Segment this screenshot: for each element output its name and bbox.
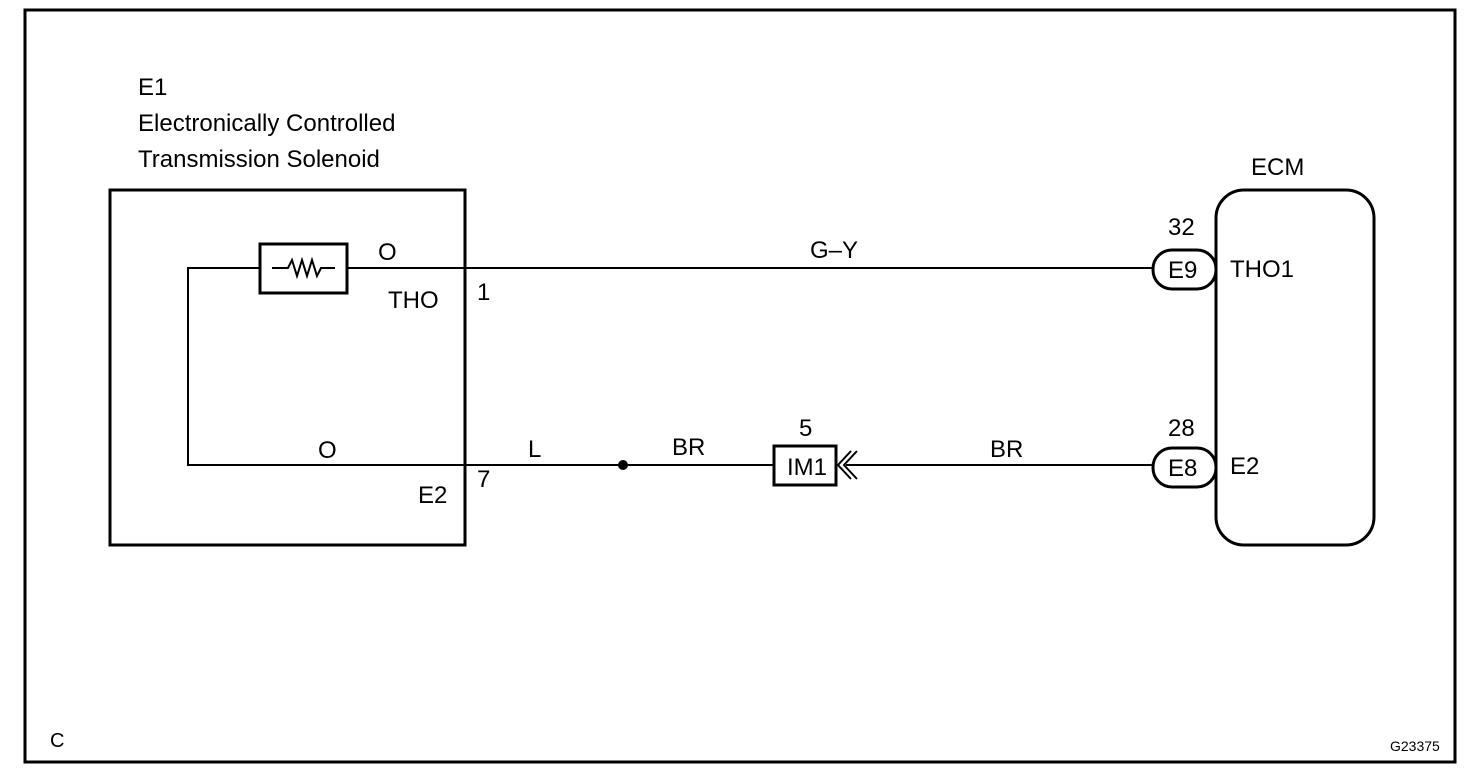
wire-bottom-left-color-label: L — [528, 436, 541, 463]
ecm-pin-e2: 28 — [1168, 415, 1195, 442]
connector-e9-label: E9 — [1168, 257, 1197, 284]
connector-e8 — [1151, 446, 1218, 489]
solenoid-code: E1 — [138, 74, 167, 101]
solenoid-wire-bottom-label: O — [318, 437, 337, 464]
diagram-frame — [23, 8, 1457, 764]
junction-name: IM1 — [787, 454, 827, 481]
solenoid-wire-top-label: O — [378, 239, 397, 266]
ecm-terminal-e2: E2 — [1230, 453, 1259, 480]
wire-top-color-label: G–Y — [810, 237, 858, 264]
solenoid-box — [108, 188, 467, 547]
wire-bottom-right-color-label: BR — [990, 436, 1023, 463]
connector-chevron-icon — [836, 450, 858, 480]
solenoid-pin-tho: 1 — [477, 279, 490, 306]
wire-bottom-mid-color-label: BR — [672, 434, 705, 461]
connector-e9 — [1151, 248, 1218, 291]
junction-pin: 5 — [799, 415, 812, 442]
solenoid-terminal-tho: THO — [388, 287, 439, 314]
thermistor-icon — [258, 242, 349, 295]
solenoid-title-line1: Electronically Controlled — [138, 110, 395, 137]
solenoid-internal-wire — [187, 267, 465, 466]
ecm-name: ECM — [1251, 154, 1304, 181]
ecm-pin-tho1: 32 — [1168, 214, 1195, 241]
connector-e8-label: E8 — [1168, 455, 1197, 482]
ecm-box — [1214, 188, 1376, 547]
splice-point — [618, 460, 628, 470]
solenoid-title-line2: Transmission Solenoid — [138, 146, 380, 173]
ecm-terminal-tho1: THO1 — [1230, 256, 1294, 283]
solenoid-pin-e2: 7 — [477, 466, 490, 493]
junction-connector-box — [772, 444, 838, 487]
figure-code: G23375 — [1390, 738, 1440, 754]
corner-letter: C — [50, 730, 64, 752]
solenoid-terminal-e2: E2 — [418, 482, 447, 509]
